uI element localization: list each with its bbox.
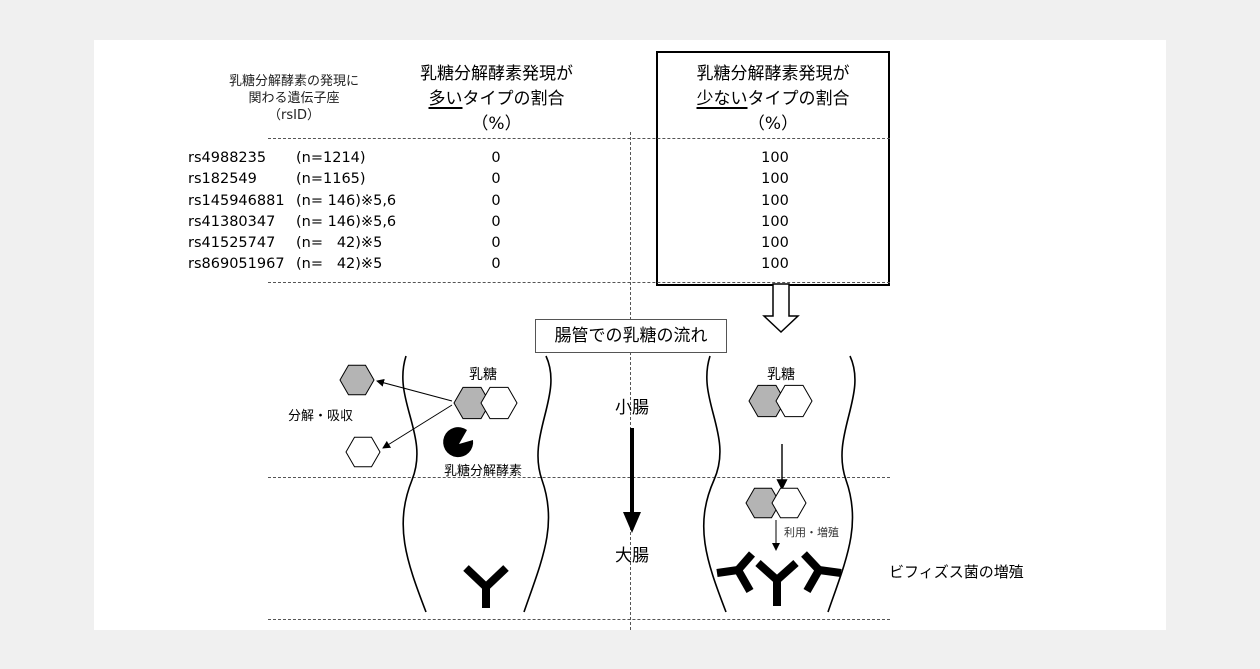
sample-size: (n= 42)※5 <box>296 235 383 252</box>
gene-id: rs4988235 <box>188 150 267 166</box>
high-header-line1: 乳糖分解酵素発現が <box>420 64 573 84</box>
gene-header-line2: 関わる遺伝子座 <box>248 91 340 106</box>
gene-id: rs182549 <box>188 171 257 188</box>
low-value: 100 <box>761 256 789 273</box>
gene-id: rs869051967 <box>188 256 285 273</box>
high-header-line2: 多いタイプの割合 <box>384 87 609 112</box>
right-intestine-inner-wall <box>827 355 856 613</box>
low-value: 100 <box>761 213 789 230</box>
bottom-divider <box>268 619 890 620</box>
high-expression-header: 乳糖分解酵素発現が 多いタイプの割合 （%） <box>384 62 609 137</box>
right-galactose-hexagon-icon <box>775 384 813 418</box>
left-intestine-outer-wall <box>402 355 427 613</box>
center-bifidobacterium-icon <box>755 560 799 606</box>
sample-size-column: (n=1214) (n=1165) (n= 146)※5,6 (n= 146)※… <box>296 148 426 276</box>
high-value-column: 0 0 0 0 0 0 <box>466 148 526 276</box>
high-value: 0 <box>491 192 501 209</box>
low-expression-header: 乳糖分解酵素発現が 少ないタイプの割合 （%） <box>656 62 890 137</box>
table-bottom-divider <box>268 282 890 283</box>
low-header-emphasis: 少ない <box>696 89 748 109</box>
use-grow-label: 利用・増殖 <box>784 526 839 539</box>
low-value: 100 <box>761 171 789 188</box>
sample-size: (n= 146)※5,6 <box>296 213 397 230</box>
large-intestine-label: 大腸 <box>615 546 649 566</box>
low-value: 100 <box>761 150 789 166</box>
lactase-enzyme-icon <box>443 427 474 458</box>
digest-absorb-label: 分解・吸収 <box>288 409 354 424</box>
low-header-line2: 少ないタイプの割合 <box>656 87 890 112</box>
intestine-divider <box>268 477 890 478</box>
absorb-arrow-upper <box>376 378 453 402</box>
right-intestine-outer-wall <box>702 355 727 613</box>
low-header-unit: （%） <box>747 114 799 134</box>
high-header-unit: （%） <box>471 114 522 134</box>
gene-locus-header: 乳糖分解酵素の発現に 関わる遺伝子座 （rsID） <box>174 73 414 124</box>
gene-id-column: rs4988235 rs182549 rs145946881 rs4138034… <box>188 148 303 276</box>
sample-size: (n=1214) <box>296 150 366 166</box>
high-value: 0 <box>491 235 501 252</box>
gene-id: rs41380347 <box>188 213 276 230</box>
low-value: 100 <box>761 192 789 209</box>
flow-title: 腸管での乳糖の流れ <box>554 326 708 346</box>
right-lower-galactose-hexagon-icon <box>771 487 807 519</box>
split-galactose-hexagon-icon <box>345 436 381 468</box>
left-bifidobacterium-icon <box>463 565 509 608</box>
gene-id: rs41525747 <box>188 235 276 252</box>
flow-title-box: 腸管での乳糖の流れ <box>535 319 727 353</box>
bifido-growth-label: ビフィズス菌の増殖 <box>889 563 1024 581</box>
sample-size: (n=1165) <box>296 171 366 188</box>
figure-card: 乳糖分解酵素の発現に 関わる遺伝子座 （rsID） 乳糖分解酵素発現が 多いタイ… <box>94 40 1166 630</box>
high-header-rest: タイプの割合 <box>462 89 565 109</box>
enzyme-label: 乳糖分解酵素 <box>444 464 523 479</box>
table-header-divider <box>268 138 890 139</box>
low-header-rest: タイプの割合 <box>747 89 850 109</box>
left-rotated-bifidobacterium-icon <box>716 551 756 593</box>
high-value: 0 <box>491 256 501 273</box>
gene-header-line3: （rsID） <box>268 108 320 123</box>
high-value: 0 <box>491 213 501 230</box>
right-lactose-label: 乳糖 <box>767 367 795 383</box>
left-intestine-inner-wall <box>523 355 552 613</box>
high-value: 0 <box>491 171 501 188</box>
hollow-down-arrow-icon <box>762 283 800 334</box>
left-lactose-label: 乳糖 <box>469 367 497 383</box>
low-header-line1: 乳糖分解酵素発現が <box>696 64 850 84</box>
right-rotated-bifidobacterium-icon <box>801 551 842 593</box>
gene-header-line1: 乳糖分解酵素の発現に <box>228 74 359 89</box>
sample-size: (n= 42)※5 <box>296 256 383 273</box>
gene-id: rs145946881 <box>188 192 285 209</box>
high-value: 0 <box>491 150 501 166</box>
low-value-column: 100 100 100 100 100 100 <box>745 148 805 276</box>
low-value: 100 <box>761 235 789 252</box>
flow-diagram-graphics <box>339 283 856 613</box>
left-galactose-hexagon-icon <box>480 386 518 420</box>
split-glucose-hexagon-icon <box>339 364 375 396</box>
absorb-arrow-lower <box>382 404 453 449</box>
small-intestine-label: 小腸 <box>615 398 649 418</box>
sample-size: (n= 146)※5,6 <box>296 192 397 209</box>
center-divider <box>630 132 631 630</box>
high-header-emphasis: 多い <box>428 89 463 109</box>
